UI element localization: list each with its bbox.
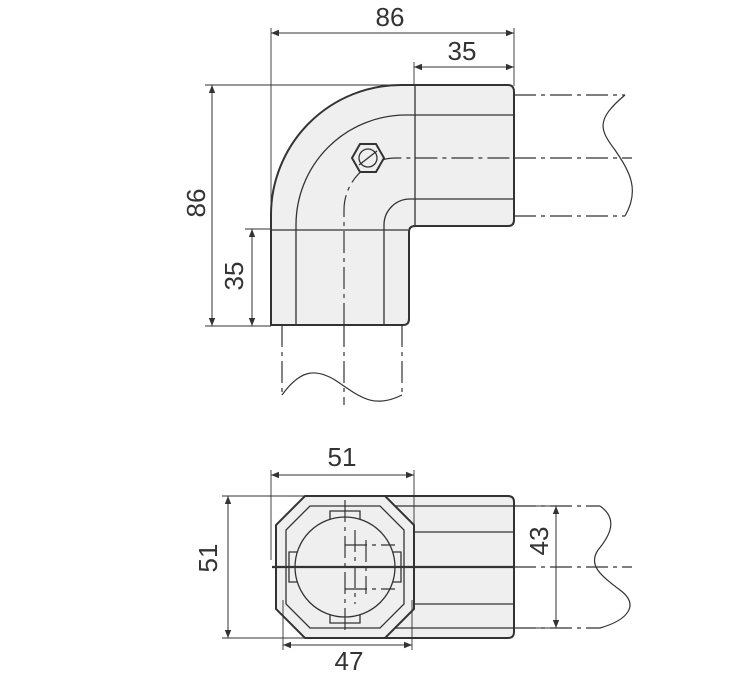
dim-label-top-height-overall: 86 xyxy=(181,189,211,218)
dim-label-top-width-overall: 86 xyxy=(376,2,405,32)
outer-bore-line xyxy=(295,114,514,325)
dim-label-top-height-branch: 35 xyxy=(219,262,249,291)
dim-label-bottom-height-left: 51 xyxy=(193,544,223,573)
end-pipe-break xyxy=(593,505,631,629)
end-octagon-inner xyxy=(285,505,405,629)
elbow-front-view: 86 35 86 35 xyxy=(181,2,634,405)
dim-label-top-width-branch: 35 xyxy=(448,36,477,66)
dim-label-bottom-width-bottom: 47 xyxy=(335,646,364,676)
inner-bore-line xyxy=(383,198,514,325)
bolt-slash xyxy=(358,150,378,166)
pipe-down-break xyxy=(281,372,403,402)
dim-label-bottom-height-right: 43 xyxy=(524,527,554,556)
elbow-centerline xyxy=(343,157,514,325)
dim-label-bottom-width-top: 51 xyxy=(328,442,357,472)
elbow-end-view: 51 51 43 47 xyxy=(193,442,632,676)
bolt-hole-icon xyxy=(358,148,378,168)
pipe-right-break xyxy=(602,94,634,217)
